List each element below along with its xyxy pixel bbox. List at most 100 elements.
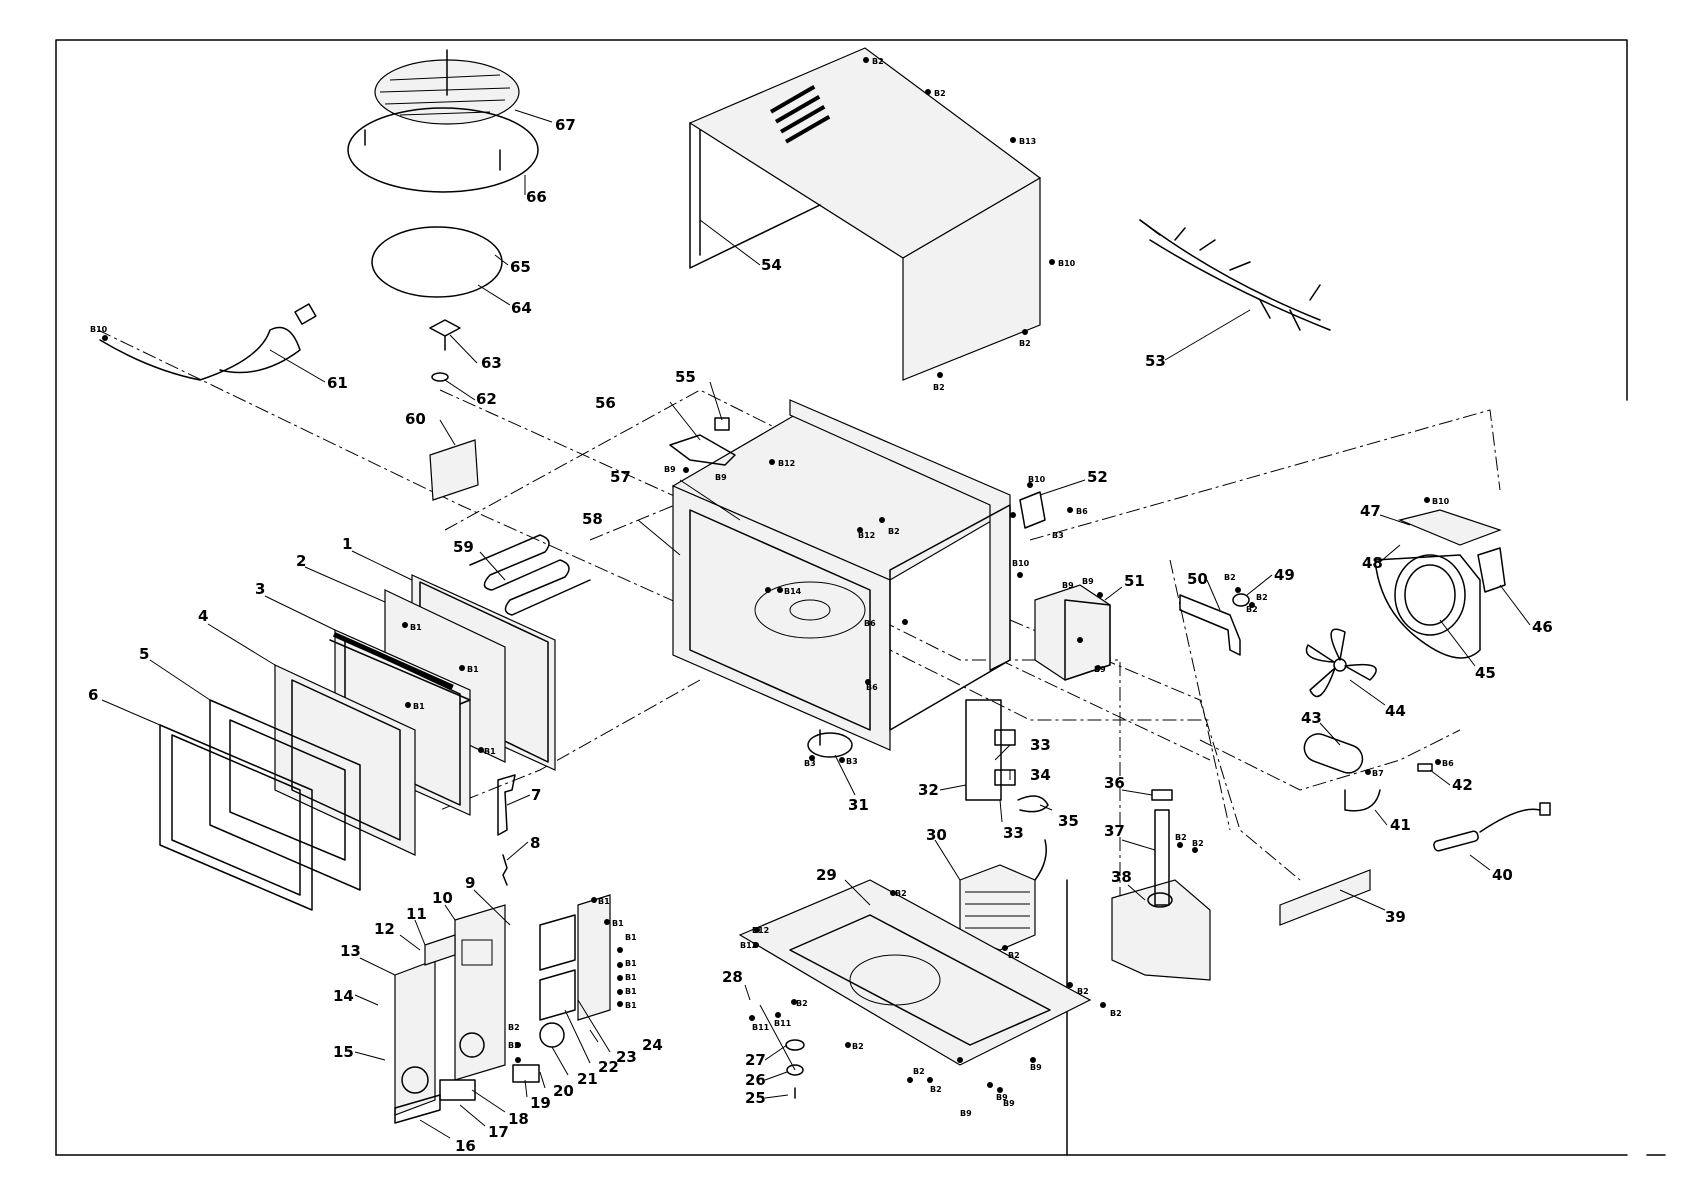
callout: 36 bbox=[1104, 774, 1125, 792]
interlock-bracket bbox=[965, 699, 1049, 813]
callout: 12 bbox=[374, 920, 395, 938]
thermal-switch bbox=[1232, 593, 1250, 607]
fan-duct bbox=[1374, 554, 1481, 659]
high-voltage-transformer bbox=[959, 839, 1047, 951]
screw-label: B2 bbox=[852, 1042, 864, 1051]
callout: 26 bbox=[745, 1071, 766, 1089]
screw-label: B12 bbox=[740, 941, 757, 950]
callout: 27 bbox=[745, 1051, 766, 1069]
callout: 22 bbox=[598, 1058, 619, 1076]
callout: 57 bbox=[610, 468, 631, 486]
callout: 52 bbox=[1087, 468, 1108, 486]
screw-label: B1 bbox=[625, 1001, 637, 1010]
screw-label: B6 bbox=[1076, 507, 1088, 516]
callout: 66 bbox=[526, 188, 547, 206]
callout: 51 bbox=[1124, 572, 1145, 590]
screw-label: B3 bbox=[846, 757, 858, 766]
washer bbox=[431, 372, 449, 382]
callout: 23 bbox=[616, 1048, 637, 1066]
callout: 33 bbox=[1003, 824, 1024, 842]
screw-label: B12 bbox=[778, 459, 795, 468]
wiring-harness bbox=[1139, 219, 1331, 331]
drawing-frame bbox=[55, 39, 1666, 1156]
callout: 59 bbox=[453, 538, 474, 556]
screw-label: B6 bbox=[866, 683, 878, 692]
callout: 53 bbox=[1145, 352, 1166, 370]
callout: 31 bbox=[848, 796, 869, 814]
screw-markers bbox=[102, 57, 1441, 1093]
oven-cavity bbox=[671, 399, 1012, 751]
callout: 61 bbox=[327, 374, 348, 392]
callout: 17 bbox=[488, 1123, 509, 1141]
screw-label: B2 bbox=[1256, 593, 1268, 602]
screw-label-group: B2 B2 B13 B10 B2 B2 B10 B9 B9 B12 B12 B2… bbox=[90, 57, 1454, 1118]
grill-rack bbox=[364, 49, 520, 171]
screw-label: B10 bbox=[1058, 259, 1076, 268]
rubber-feet bbox=[785, 1039, 805, 1099]
screw-label: B12 bbox=[858, 531, 875, 540]
callout: 37 bbox=[1104, 822, 1125, 840]
screw-label: B10 bbox=[1028, 475, 1046, 484]
screw-label: B1 bbox=[484, 747, 496, 756]
door-assembly bbox=[159, 574, 556, 911]
callout: 67 bbox=[555, 116, 576, 134]
callout: 54 bbox=[761, 256, 782, 274]
callout: 50 bbox=[1187, 570, 1208, 588]
screw-label: B10 bbox=[1012, 559, 1030, 568]
screw-label: B3 bbox=[1052, 531, 1064, 540]
screw-label: B6 bbox=[1442, 759, 1454, 768]
screw-label: B3 bbox=[804, 759, 816, 768]
turntable-motor bbox=[807, 729, 853, 758]
roller-ring bbox=[371, 226, 503, 298]
duct-bar bbox=[1279, 869, 1371, 926]
screw-label: B2 bbox=[1192, 839, 1204, 848]
callout: 55 bbox=[675, 368, 696, 386]
screw-label: B2 bbox=[888, 527, 900, 536]
screw-label: B11 bbox=[774, 1019, 792, 1028]
top-hinge bbox=[669, 417, 736, 466]
callout: 45 bbox=[1475, 664, 1496, 682]
screw-label: B6 bbox=[864, 619, 876, 628]
screw-label: B2 bbox=[933, 383, 945, 392]
heater-element bbox=[469, 534, 591, 616]
callout: 34 bbox=[1030, 766, 1051, 784]
screw-label: B12 bbox=[752, 926, 769, 935]
screw-label: B13 bbox=[1019, 137, 1036, 146]
callout: 28 bbox=[722, 968, 743, 986]
callout: 1 bbox=[342, 535, 352, 553]
callout: 24 bbox=[642, 1036, 663, 1054]
callout: 16 bbox=[455, 1137, 476, 1155]
turntable-ring bbox=[347, 107, 539, 193]
screw-label: B2 bbox=[895, 889, 907, 898]
screw-label: B1 bbox=[625, 933, 637, 942]
screw-label: B10 bbox=[90, 325, 108, 334]
screw-label: B2 bbox=[1224, 573, 1236, 582]
screw-label: B1 bbox=[612, 919, 624, 928]
callout: 29 bbox=[816, 866, 837, 884]
screw-label: B9 bbox=[1082, 577, 1094, 586]
diode bbox=[1417, 763, 1433, 772]
base-plate bbox=[738, 879, 1092, 1066]
callout: 9 bbox=[465, 874, 475, 892]
screw-label: B2 bbox=[1110, 1009, 1122, 1018]
callout: 3 bbox=[255, 580, 265, 598]
screw-label: B2 bbox=[930, 1085, 942, 1094]
screw-label: B10 bbox=[1432, 497, 1450, 506]
screw-label: B9 bbox=[1003, 1099, 1015, 1108]
noise-filter bbox=[1034, 584, 1111, 681]
capacitor bbox=[1303, 733, 1381, 812]
callout: 42 bbox=[1452, 776, 1473, 794]
callout-numbers: 1 2 3 4 5 6 7 8 9 10 11 12 13 14 15 16 1… bbox=[88, 116, 1553, 1155]
screw-label: B2 bbox=[1175, 833, 1187, 842]
callout: 7 bbox=[531, 786, 541, 804]
lamp-holder bbox=[1019, 491, 1046, 529]
callout: 5 bbox=[139, 645, 149, 663]
screw-label: B2 bbox=[1077, 987, 1089, 996]
screw-label: B9 bbox=[664, 465, 676, 474]
screw-label: B9 bbox=[996, 1093, 1008, 1102]
callout: 43 bbox=[1301, 709, 1322, 727]
control-board bbox=[1398, 509, 1502, 546]
callout: 11 bbox=[406, 905, 427, 923]
callout: 15 bbox=[333, 1043, 354, 1061]
